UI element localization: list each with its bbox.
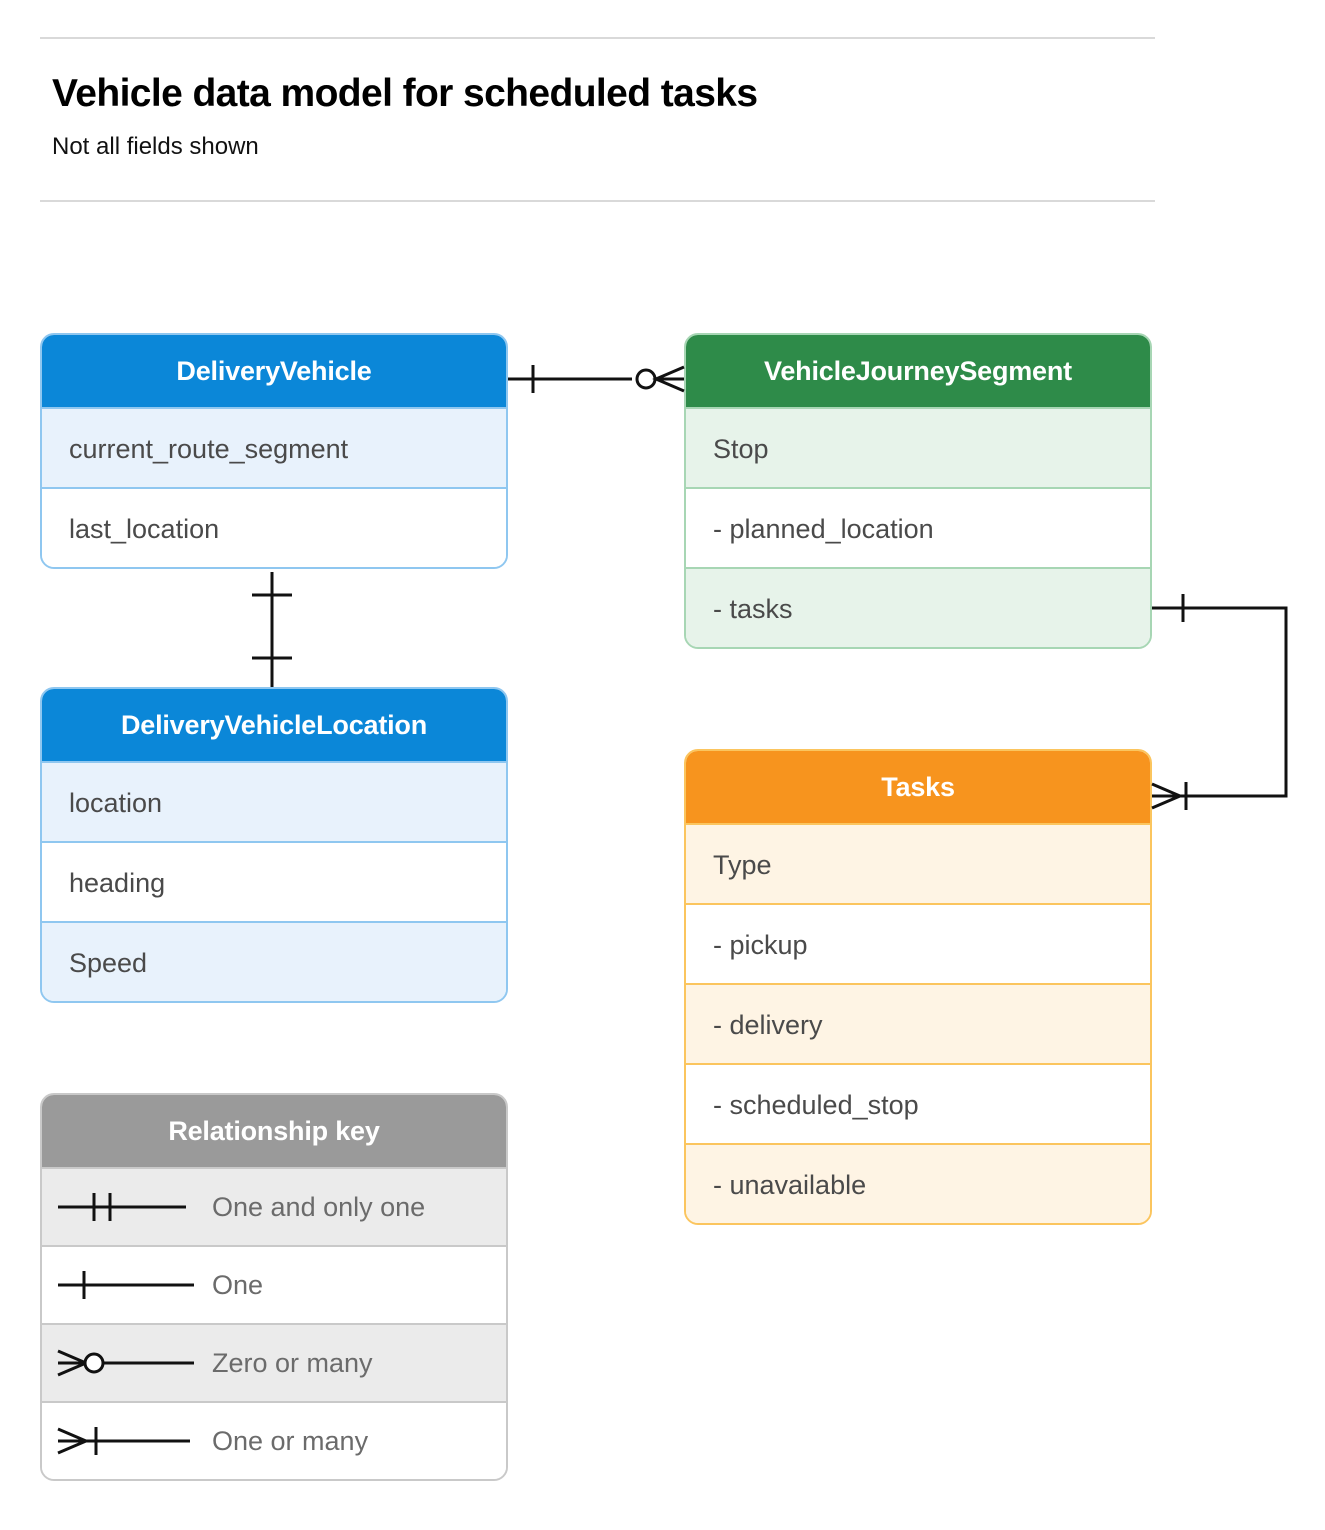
legend-row: One and only one bbox=[42, 1167, 506, 1245]
entity-header-tasks: Tasks bbox=[686, 751, 1150, 823]
entity-field-row: Speed bbox=[42, 921, 506, 1001]
entity-header-vehicle-journey-segment: VehicleJourneySegment bbox=[686, 335, 1150, 407]
legend-label: One and only one bbox=[212, 1191, 426, 1222]
page-subtitle: Not all fields shown bbox=[52, 133, 259, 160]
one-or-many-icon bbox=[42, 1421, 212, 1461]
entity-header-delivery-vehicle: DeliveryVehicle bbox=[42, 335, 506, 407]
one-and-only-one-icon bbox=[42, 1187, 212, 1227]
page-title: Vehicle data model for scheduled tasks bbox=[52, 72, 758, 115]
entity-field-row: Type bbox=[686, 823, 1150, 903]
entity-delivery-vehicle-location[interactable]: DeliveryVehicleLocation location heading… bbox=[40, 687, 508, 1003]
legend-row: One or many bbox=[42, 1401, 506, 1479]
entity-field-row: - scheduled_stop bbox=[686, 1063, 1150, 1143]
entity-vehicle-journey-segment[interactable]: VehicleJourneySegment Stop - planned_loc… bbox=[684, 333, 1152, 649]
legend-header: Relationship key bbox=[42, 1095, 506, 1167]
entity-tasks[interactable]: Tasks Type - pickup - delivery - schedul… bbox=[684, 749, 1152, 1225]
one-icon bbox=[42, 1265, 212, 1305]
legend-row: One bbox=[42, 1245, 506, 1323]
entity-field-row: - pickup bbox=[686, 903, 1150, 983]
legend-row: Zero or many bbox=[42, 1323, 506, 1401]
entity-field-row: - unavailable bbox=[686, 1143, 1150, 1223]
zero-or-many-icon bbox=[42, 1343, 212, 1383]
legend-label: One bbox=[212, 1269, 264, 1300]
entity-field-row: - planned_location bbox=[686, 487, 1150, 567]
connector-journeysegment-tasks bbox=[1151, 594, 1288, 810]
connector-deliveryvehicle-journeysegment bbox=[508, 365, 685, 393]
entity-field-row: Stop bbox=[686, 407, 1150, 487]
entity-field-row: heading bbox=[42, 841, 506, 921]
connector-deliveryvehicle-vehiclelocation bbox=[252, 572, 292, 687]
legend-relationship-key[interactable]: Relationship key One and only one One bbox=[40, 1093, 508, 1481]
entity-field-row: - delivery bbox=[686, 983, 1150, 1063]
header-divider-bottom bbox=[40, 200, 1155, 202]
entity-field-row: - tasks bbox=[686, 567, 1150, 647]
entity-field-row: current_route_segment bbox=[42, 407, 506, 487]
legend-label: One or many bbox=[212, 1425, 369, 1456]
legend-label: Zero or many bbox=[212, 1347, 373, 1378]
entity-field-row: location bbox=[42, 761, 506, 841]
entity-header-delivery-vehicle-location: DeliveryVehicleLocation bbox=[42, 689, 506, 761]
entity-delivery-vehicle[interactable]: DeliveryVehicle current_route_segment la… bbox=[40, 333, 508, 569]
header-divider-top bbox=[40, 37, 1155, 39]
entity-field-row: last_location bbox=[42, 487, 506, 567]
